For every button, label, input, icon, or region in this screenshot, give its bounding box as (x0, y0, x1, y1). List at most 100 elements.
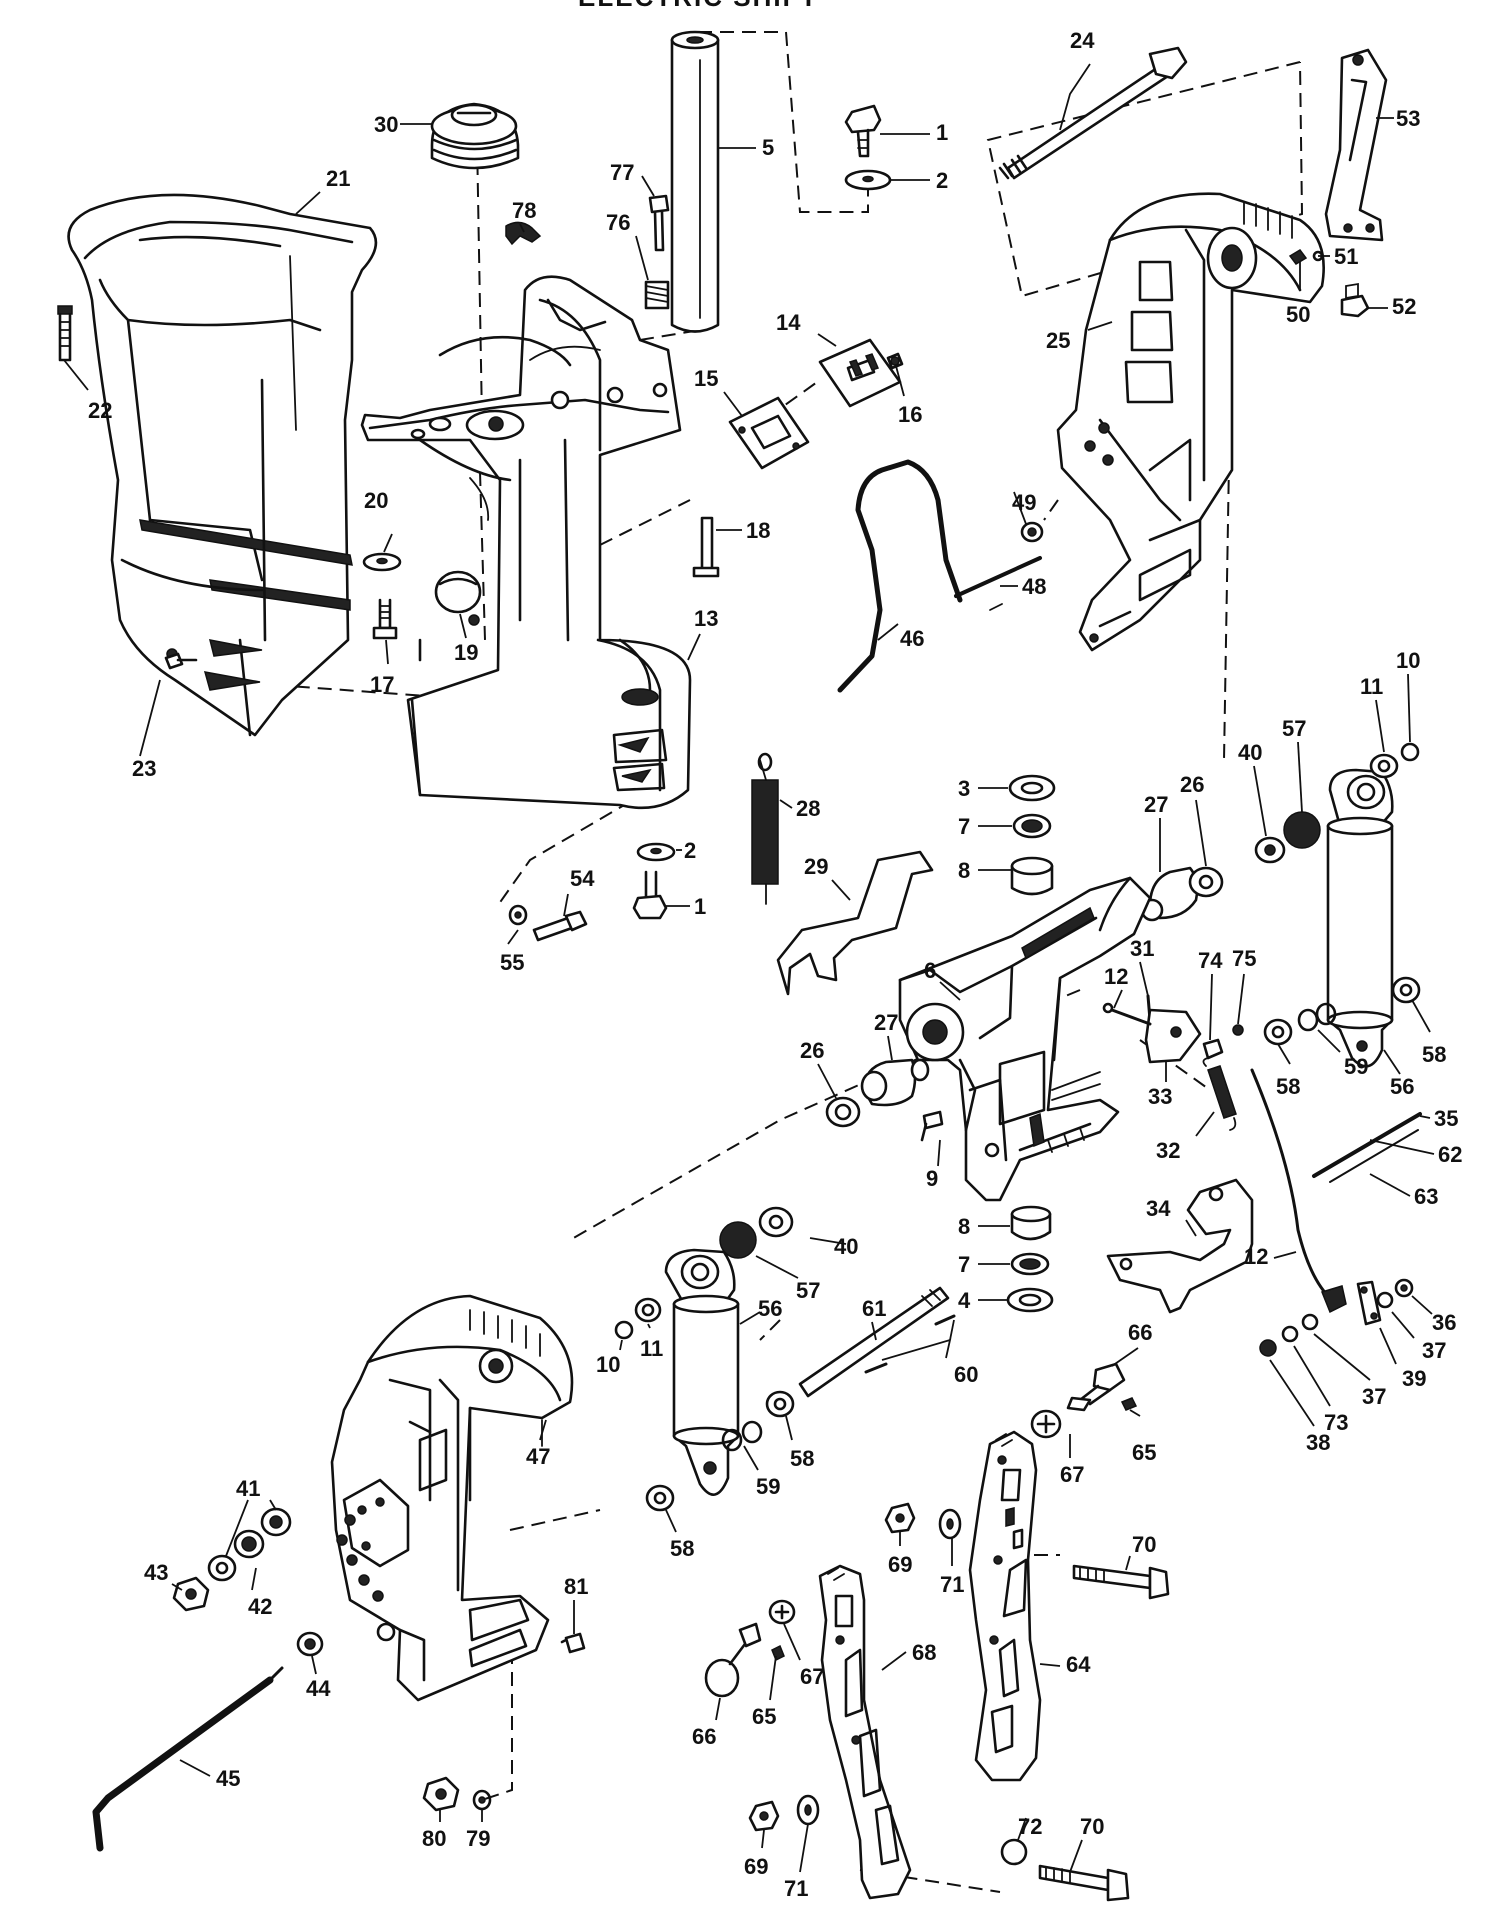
callout-49: 49 (1012, 490, 1036, 515)
callout-22: 22 (88, 398, 112, 423)
callout-72: 72 (1018, 1814, 1042, 1839)
callout-23: 23 (132, 756, 156, 781)
part-26-washer-lower (825, 1096, 861, 1128)
callout-56-lower: 56 (758, 1296, 782, 1321)
callout-76: 76 (606, 210, 630, 235)
part-56-cylinder-lower (664, 1248, 740, 1496)
callout-71-upper: 71 (940, 1572, 964, 1597)
part-24-bolt (998, 46, 1188, 180)
callout-46: 46 (900, 626, 924, 651)
callout-36: 36 (1432, 1310, 1456, 1335)
part-67-washer-lower (768, 1599, 796, 1625)
callout-28: 28 (796, 796, 820, 821)
callout-47: 47 (526, 1444, 550, 1469)
part-64-transom-plate (968, 1430, 1042, 1782)
part-42-bushing (233, 1529, 265, 1559)
callout-3: 3 (958, 776, 970, 801)
callout-12-upper: 12 (1104, 964, 1128, 989)
callout-63: 63 (1414, 1184, 1438, 1209)
callout-62: 62 (1438, 1142, 1462, 1167)
part-63-rod (1329, 1129, 1419, 1183)
part-20-washer (362, 552, 402, 572)
part-72-washer (1000, 1838, 1028, 1866)
callout-61: 61 (862, 1296, 886, 1321)
part-1-bolt-low (632, 870, 668, 920)
part-18-pin (692, 516, 720, 578)
callout-38: 38 (1306, 1430, 1330, 1455)
callout-9: 9 (926, 1166, 938, 1191)
part-23-screw (164, 652, 198, 670)
part-25-stern-bracket (1056, 192, 1325, 652)
callout-32: 32 (1156, 1138, 1180, 1163)
callout-7-lower: 7 (958, 1252, 970, 1277)
part-45-tilt-pin (92, 1666, 284, 1852)
callout-5: 5 (762, 135, 774, 160)
callout-20: 20 (364, 488, 388, 513)
callout-57-upper: 57 (1282, 716, 1306, 741)
part-37-washer-b (1301, 1313, 1319, 1331)
callout-80: 80 (422, 1826, 446, 1851)
part-59-rings-right (1297, 1002, 1337, 1032)
callout-21: 21 (326, 166, 350, 191)
part-19-plug (434, 570, 482, 614)
part-75-screw (1232, 1024, 1244, 1036)
callout-70-upper: 70 (1132, 1532, 1156, 1557)
callout-44: 44 (306, 1676, 331, 1701)
part-27-bushing-lower (860, 1058, 930, 1107)
part-55-nut (508, 904, 528, 926)
callout-43: 43 (144, 1560, 168, 1585)
callout-26-lower: 26 (800, 1038, 824, 1063)
callout-8-lower: 8 (958, 1214, 970, 1239)
callout-71-lower: 71 (784, 1876, 808, 1901)
callout-25: 25 (1046, 328, 1070, 353)
part-7-washer-lower (1010, 1252, 1050, 1276)
part-39-link (1356, 1280, 1382, 1326)
callout-33: 33 (1148, 1084, 1172, 1109)
callout-1-low: 1 (694, 894, 706, 919)
callout-58-lower-a: 58 (790, 1446, 814, 1471)
part-29-bracket (776, 850, 934, 996)
part-33-lever (1144, 1008, 1202, 1064)
part-36-nut (1394, 1278, 1414, 1298)
diagram-title: ELECTRIC SHIFT (578, 0, 818, 12)
part-48-pin (954, 556, 1042, 611)
callout-59-right: 59 (1344, 1054, 1368, 1079)
part-15-gasket (728, 396, 810, 470)
callout-26-upper: 26 (1180, 772, 1204, 797)
callout-37-b: 37 (1362, 1384, 1386, 1409)
part-8-bushing-upper (1010, 856, 1054, 896)
callout-30: 30 (374, 112, 398, 137)
part-3-seal-upper (1008, 774, 1056, 802)
callout-81: 81 (564, 1574, 588, 1599)
callout-40-lower: 40 (834, 1234, 858, 1259)
part-52-screw (1340, 282, 1370, 318)
callout-1-top: 1 (936, 120, 948, 145)
callout-2-top: 2 (936, 168, 948, 193)
part-50-pin (1288, 249, 1308, 265)
callout-64: 64 (1066, 1652, 1091, 1677)
part-35-rod (1312, 1112, 1422, 1178)
part-2-washer-top (844, 169, 892, 191)
part-70-bolt-upper (1072, 1564, 1170, 1600)
driveshaft-housing-21 (67, 193, 378, 737)
part-11-washer-lower (634, 1297, 662, 1323)
callout-34: 34 (1146, 1196, 1171, 1221)
part-9-screw (920, 1110, 944, 1142)
part-54-bolt (532, 910, 588, 942)
part-66-knob-lower (704, 1622, 762, 1698)
callout-56-upper: 56 (1390, 1074, 1414, 1099)
part-41-washer-a (260, 1507, 292, 1537)
callout-35: 35 (1434, 1106, 1458, 1131)
part-40-washer-lower (758, 1206, 794, 1238)
part-79-washer (472, 1789, 492, 1811)
part-58-washer-right-b (1263, 1018, 1293, 1046)
callout-4: 4 (958, 1288, 971, 1313)
part-66-knob-upper (1066, 1362, 1126, 1412)
part-17-screw (372, 598, 398, 640)
callout-79: 79 (466, 1826, 490, 1851)
part-41-washer-b (207, 1554, 237, 1582)
part-34-link (1106, 1178, 1254, 1314)
callout-11-upper: 11 (1360, 674, 1383, 699)
part-71-washer-upper (938, 1508, 962, 1540)
callout-66-lower: 66 (692, 1724, 716, 1749)
